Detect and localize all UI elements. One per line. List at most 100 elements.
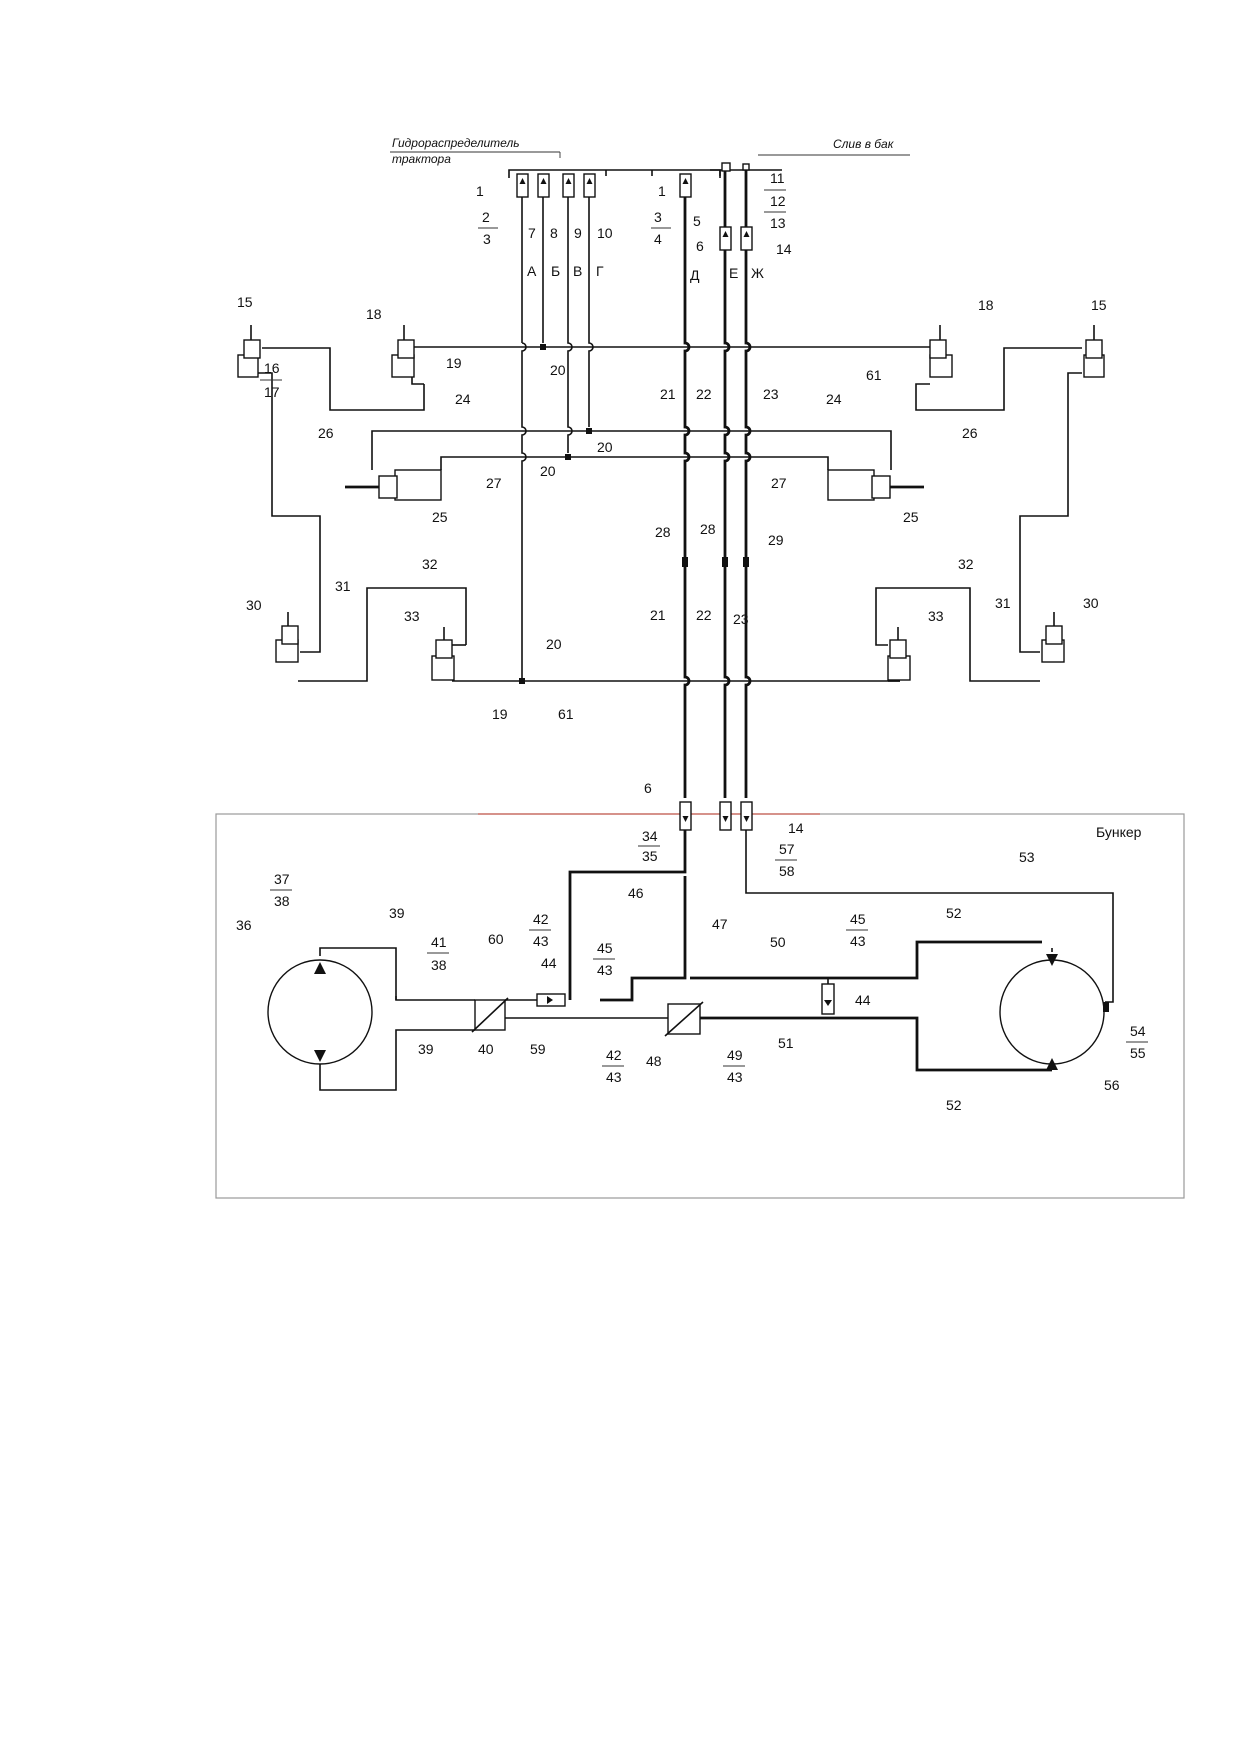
label-14: 14 [776,241,792,257]
label-61a: 61 [558,706,574,722]
label-55: 55 [1130,1045,1146,1061]
label-4: 4 [654,231,662,247]
label-37: 37 [274,871,290,887]
label-45b: 45 [597,940,613,956]
label-28a: 28 [655,524,671,540]
motor-56 [999,959,1105,1065]
label-22a: 22 [696,386,712,402]
label-52a: 52 [946,905,962,921]
label-38b: 38 [431,957,447,973]
label-24a: 24 [455,391,471,407]
coupling-v [562,173,575,198]
trunk-lines [521,170,752,798]
label-43e: 43 [727,1069,743,1085]
label-25a: 25 [432,509,448,525]
label-51: 51 [778,1035,794,1051]
label-30a: 30 [246,597,262,613]
label-26b: 26 [962,425,978,441]
label-12: 12 [770,193,786,209]
line-letter-b: Б [551,263,560,279]
header-area: Гидрораспределитель трактора Слив в бак [390,136,910,178]
label-16: 16 [264,360,280,376]
label-23b: 23 [733,611,749,627]
filter-44-right [821,983,835,1015]
label-44b: 44 [855,992,871,1008]
label-19b: 19 [492,706,508,722]
label-53: 53 [1019,849,1035,865]
motor-36 [267,959,373,1065]
label-34: 34 [642,828,658,844]
right-actuators [827,325,1105,682]
label-26a: 26 [318,425,334,441]
label-42a: 42 [533,911,549,927]
coupling-a [516,173,529,198]
label-15: 15 [237,294,253,310]
label-24b: 24 [826,391,842,407]
label-9: 9 [574,225,582,241]
label-57: 57 [779,841,795,857]
label-2: 2 [482,209,490,225]
label-20b: 20 [597,439,613,455]
label-47: 47 [712,916,728,932]
label-8: 8 [550,225,558,241]
label-32a: 32 [422,556,438,572]
coupling-g [583,173,596,198]
label-48: 48 [646,1053,662,1069]
label-41: 41 [431,934,447,950]
line-letter-e: Е [729,265,738,281]
label-5: 5 [693,213,701,229]
line-letter-zh: Ж [751,265,764,281]
label-31b: 31 [995,595,1011,611]
label-7: 7 [528,225,536,241]
coupling-d [679,173,692,198]
label-43c: 43 [597,962,613,978]
label-33b: 33 [928,608,944,624]
label-15b: 15 [1091,297,1107,313]
drain-fitting-2 [742,163,750,171]
label-23a: 23 [763,386,779,402]
label-40: 40 [478,1041,494,1057]
label-21b: 21 [650,607,666,623]
drain-title: Слив в бак [833,137,895,151]
label-14b: 14 [788,820,804,836]
drain-fitting [721,162,731,172]
label-61b: 61 [866,367,882,383]
distributor-subtitle: трактора [392,152,451,166]
label-27a: 27 [486,475,502,491]
label-59: 59 [530,1041,546,1057]
bunker-motors [267,954,1109,1070]
label-3: 3 [483,231,491,247]
label-52b: 52 [946,1097,962,1113]
label-49: 49 [727,1047,743,1063]
distributor-title: Гидрораспределитель [392,136,520,150]
motor-33-right [887,655,911,681]
bunker-frame: Бункер [215,813,1185,1199]
label-22b: 22 [696,607,712,623]
bunker-label: Бункер [1096,824,1142,840]
bunker-valves [471,978,835,1037]
label-36: 36 [236,917,252,933]
label-1b: 1 [658,183,666,199]
left-actuators [237,325,467,682]
cylinder-25-left [394,469,442,501]
label-10: 10 [597,225,613,241]
label-17: 17 [264,384,280,400]
label-13: 13 [770,215,786,231]
label-39a: 39 [389,905,405,921]
label-18b: 18 [978,297,994,313]
bunker-couplings [679,801,753,831]
label-20d: 20 [546,636,562,652]
label-6: 6 [696,238,704,254]
bunker-lines [319,830,1114,1091]
label-21a: 21 [660,386,676,402]
label-18: 18 [366,306,382,322]
label-20c: 20 [540,463,556,479]
label-43a: 43 [850,933,866,949]
coupling-b [537,173,550,198]
cylinder-25-right [827,469,875,501]
label-33a: 33 [404,608,420,624]
number-labels: 1 2 3 1 3 4 5 6 7 8 9 10 11 12 13 14 А Б… [236,170,1148,1113]
label-11: 11 [770,170,785,186]
label-3b: 3 [654,209,662,225]
